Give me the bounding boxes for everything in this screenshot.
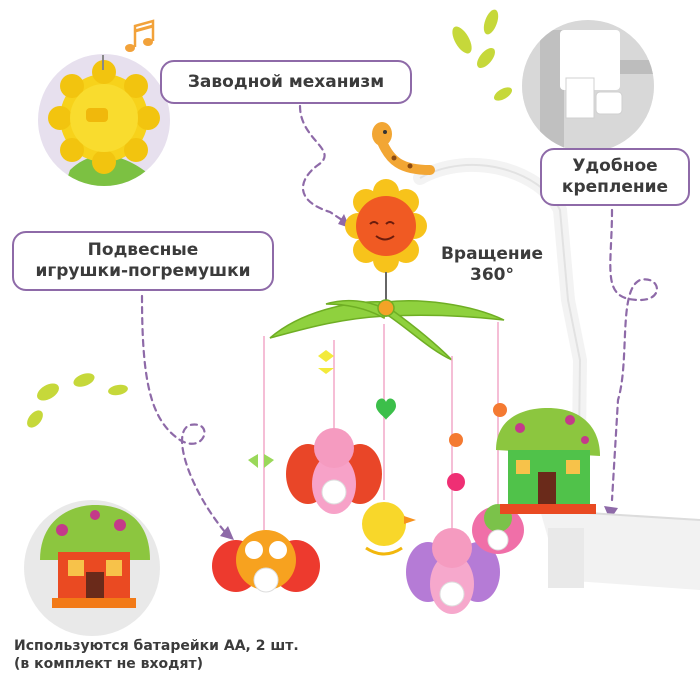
- leaf-icon: [27, 9, 513, 428]
- mount-text-line-1: Удобное: [572, 156, 658, 176]
- sun-rattle: [345, 179, 427, 300]
- owl-rattle: [212, 530, 320, 593]
- winding-mechanism-label: Заводной механизм: [160, 60, 412, 104]
- mount-text-line-2: крепление: [561, 177, 669, 197]
- crib-arm: [413, 158, 700, 590]
- giraffe-topper: [372, 122, 435, 175]
- small-owl-rattle: [472, 504, 524, 554]
- battery-note-line-2: (в комплект не входят): [14, 656, 203, 672]
- winding-detail-circle: [38, 54, 170, 186]
- battery-note-line-1: Используются батарейки АА, 2 шт.: [14, 638, 299, 654]
- hanging-toys-label: Подвесные игрушки-погремушки: [12, 231, 274, 291]
- battery-detail-circle: [24, 500, 160, 636]
- rotation-text-line-1: Вращение: [440, 244, 544, 264]
- music-note-icon: [125, 19, 155, 52]
- hanging-toys-text-line-1: Подвесные: [87, 240, 199, 260]
- mount-detail-circle: [522, 20, 654, 152]
- bear-rattle: [286, 428, 382, 514]
- chick-rattle: [362, 502, 416, 556]
- beads: [248, 350, 507, 491]
- rotation-label: Вращение 360°: [426, 244, 558, 286]
- winding-mechanism-text: Заводной механизм: [187, 71, 385, 92]
- butterfly-rattle: [406, 528, 500, 614]
- rotation-text-line-2: 360°: [470, 265, 514, 285]
- mobile-arms: [269, 299, 505, 361]
- hanging-toys-text-line-2: игрушки-погремушки: [35, 261, 251, 281]
- battery-note: Используются батарейки АА, 2 шт. (в комп…: [14, 637, 314, 673]
- mount-label: Удобное крепление: [540, 148, 690, 206]
- house-box: [496, 408, 600, 514]
- dashed-connectors: [140, 104, 658, 534]
